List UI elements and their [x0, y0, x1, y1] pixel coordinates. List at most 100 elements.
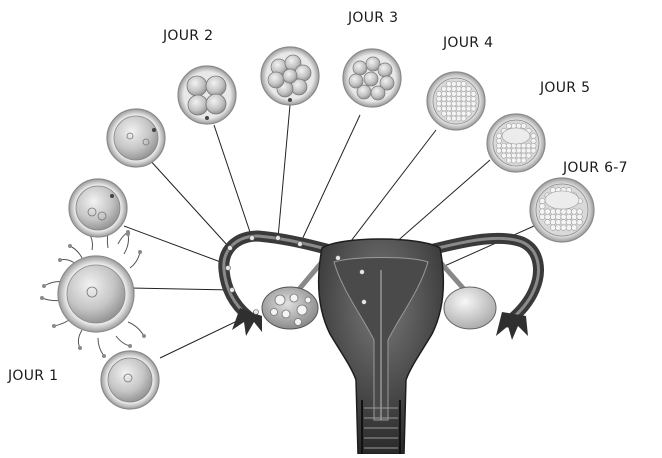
- sub-cell: [451, 96, 456, 101]
- sub-cell: [451, 91, 456, 96]
- sub-cell: [456, 111, 461, 116]
- sub-cell: [461, 81, 466, 86]
- sub-cell: [496, 143, 501, 148]
- sub-cell: [451, 116, 456, 121]
- sub-cell: [496, 138, 501, 143]
- sub-cell: [521, 153, 526, 158]
- sub-cell: [466, 96, 471, 101]
- cell-eight-cell: [261, 47, 319, 105]
- cell-four-cell-day2: [178, 66, 236, 124]
- sub-cell: [466, 91, 471, 96]
- sub-cell: [531, 138, 536, 143]
- label-day4: JOUR 4: [443, 35, 493, 51]
- connector-zygote: [124, 226, 226, 264]
- sub-cell: [466, 86, 471, 91]
- sub-cell: [521, 123, 526, 128]
- sub-cell: [446, 86, 451, 91]
- cell-morula-day3: [343, 49, 401, 107]
- connector-2cell: [148, 158, 228, 246]
- sub-cell: [506, 148, 511, 153]
- right-ovary: [444, 287, 496, 329]
- sub-cell: [451, 101, 456, 106]
- sub-cell: [571, 219, 577, 225]
- sub-cell: [456, 106, 461, 111]
- sub-cell: [545, 219, 551, 225]
- label-day2: JOUR 2: [163, 28, 213, 44]
- sub-cell: [556, 225, 562, 231]
- sub-cell: [456, 81, 461, 86]
- cell-zygote: [69, 179, 127, 237]
- sub-cell: [521, 158, 526, 163]
- sub-cell: [441, 101, 446, 106]
- sub-cell: [571, 209, 577, 215]
- sub-cell: [526, 143, 531, 148]
- sub-cell: [540, 198, 546, 204]
- sub-cell: [441, 96, 446, 101]
- connector-day2: [214, 125, 252, 238]
- sub-cell: [526, 148, 531, 153]
- sub-cell: [456, 96, 461, 101]
- sub-cell: [446, 91, 451, 96]
- sub-cell: [506, 143, 511, 148]
- sub-cell: [550, 214, 556, 220]
- sub-cell: [516, 158, 521, 163]
- sub-cell: [511, 148, 516, 153]
- sub-cell: [471, 96, 476, 101]
- sub-cell: [577, 219, 583, 225]
- sub-cell: [561, 225, 567, 231]
- sub-cell: [521, 143, 526, 148]
- sub-cell: [501, 153, 506, 158]
- sub-cell: [461, 101, 466, 106]
- sub-cell: [550, 209, 556, 215]
- sub-cell: [531, 133, 536, 138]
- sub-cell: [511, 153, 516, 158]
- sub-cell: [506, 123, 511, 128]
- sub-cell: [545, 214, 551, 220]
- label-day1: JOUR 1: [8, 368, 58, 384]
- sub-cell: [441, 86, 446, 91]
- sub-cell: [526, 153, 531, 158]
- sub-cell: [466, 106, 471, 111]
- sub-cell: [446, 81, 451, 86]
- sub-cell: [540, 204, 546, 210]
- sub-cell: [456, 86, 461, 91]
- right-fimbriae: [496, 312, 528, 340]
- connector-day1-fertilized: [130, 288, 232, 290]
- sub-cell: [451, 111, 456, 116]
- cell-egg-day1: [101, 351, 159, 409]
- sub-cell: [446, 96, 451, 101]
- sub-cell: [461, 96, 466, 101]
- sub-cell: [471, 91, 476, 96]
- sub-cell: [441, 91, 446, 96]
- sub-cell: [461, 106, 466, 111]
- label-day3: JOUR 3: [348, 10, 398, 26]
- cell-compact-morula-day4: [427, 72, 485, 130]
- sub-cell: [456, 101, 461, 106]
- sub-cell: [451, 106, 456, 111]
- sub-cell: [531, 148, 536, 153]
- sub-cell: [446, 101, 451, 106]
- sub-cell: [436, 96, 441, 101]
- sub-cell: [566, 214, 572, 220]
- sub-cell: [571, 214, 577, 220]
- sub-cell: [566, 225, 572, 231]
- sub-cell: [471, 106, 476, 111]
- connector-day3: [300, 115, 360, 244]
- sub-cell: [456, 91, 461, 96]
- sub-cell: [531, 143, 536, 148]
- sub-cell: [550, 219, 556, 225]
- label-day5: JOUR 5: [540, 80, 590, 96]
- sub-cell: [466, 101, 471, 106]
- sub-cell: [545, 209, 551, 215]
- cell-blastocyst-day6-7: [530, 178, 594, 242]
- sub-cell: [506, 153, 511, 158]
- sub-cell: [461, 86, 466, 91]
- sub-cell: [521, 148, 526, 153]
- sub-cell: [436, 101, 441, 106]
- sub-cell: [516, 153, 521, 158]
- sub-cell: [571, 225, 577, 231]
- left-ovary: [262, 287, 318, 329]
- sub-cell: [511, 158, 516, 163]
- sub-cell: [566, 219, 572, 225]
